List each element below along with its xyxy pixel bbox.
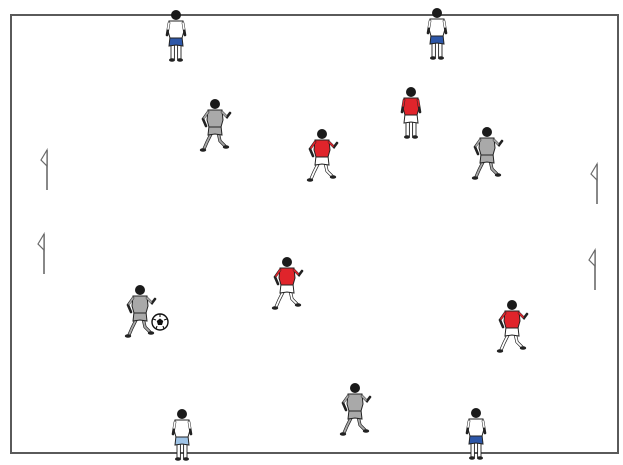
soccer-ball-icon bbox=[152, 314, 168, 330]
ball-group bbox=[152, 314, 168, 330]
